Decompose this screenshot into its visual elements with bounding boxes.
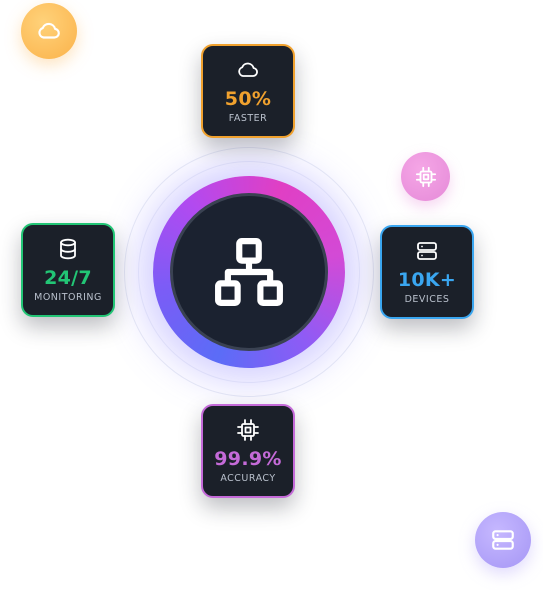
- stat-label: MONITORING: [34, 292, 102, 303]
- stat-card-accuracy: 99.9% ACCURACY: [201, 404, 295, 498]
- stat-card-faster: 50% FASTER: [201, 44, 295, 138]
- cloud-badge: [21, 3, 77, 59]
- stat-card-devices: 10K+ DEVICES: [380, 225, 474, 319]
- cloud-icon: [38, 22, 60, 39]
- server-icon: [417, 242, 437, 260]
- database-icon: [60, 238, 76, 260]
- stat-value: 99.9%: [214, 448, 282, 470]
- middle-ring: [138, 161, 360, 383]
- chip-icon: [237, 419, 259, 441]
- stat-value: 24/7: [44, 267, 92, 289]
- server-badge: [475, 512, 531, 568]
- stat-label: FASTER: [228, 113, 268, 124]
- chip-badge: [401, 152, 450, 201]
- network-hierarchy-icon: [215, 238, 283, 306]
- stat-label: ACCURACY: [220, 473, 276, 484]
- chip-icon: [415, 166, 436, 187]
- stat-label: DEVICES: [404, 294, 450, 305]
- server-icon: [492, 530, 514, 550]
- hub-core: [170, 193, 328, 351]
- stat-value: 10K+: [397, 269, 457, 291]
- stat-card-monitoring: 24/7 MONITORING: [21, 223, 115, 317]
- stat-value: 50%: [224, 88, 272, 110]
- outer-ring: [124, 147, 374, 397]
- cloud-icon: [238, 62, 258, 77]
